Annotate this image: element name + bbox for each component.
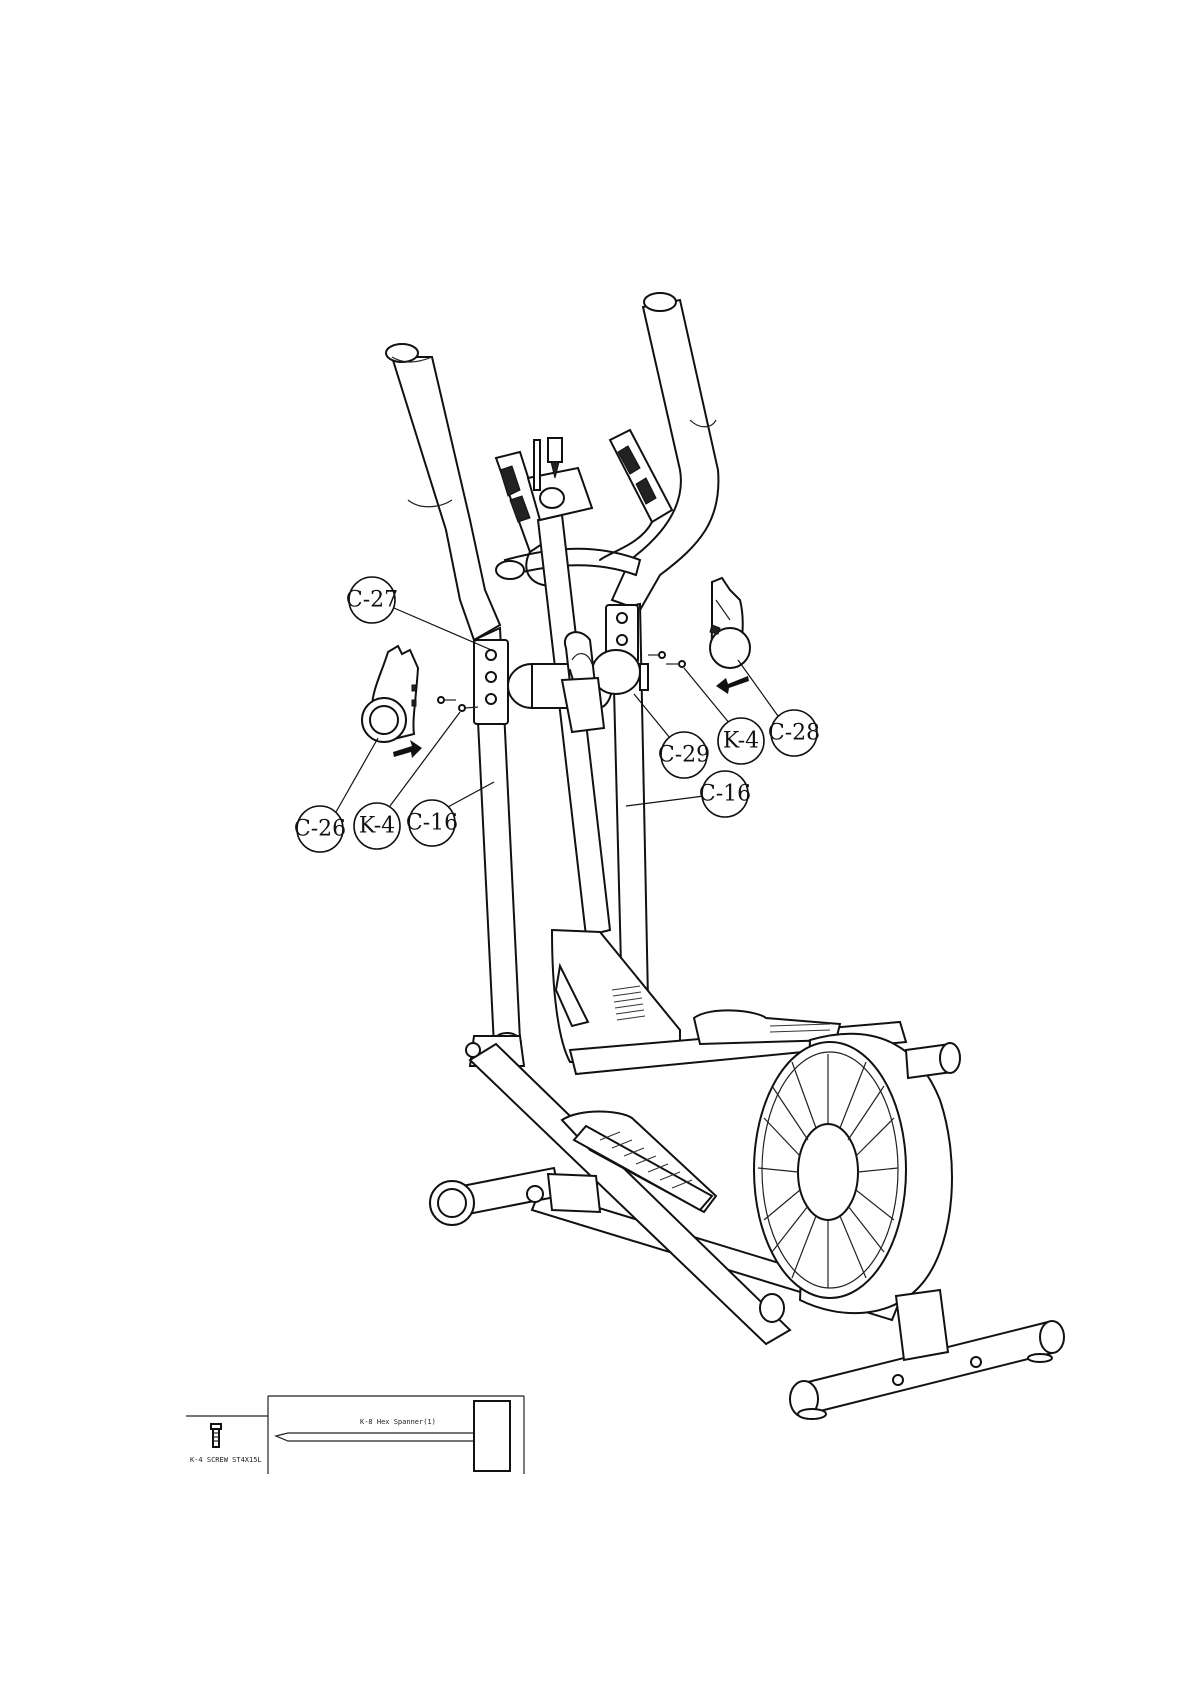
callout-label: C-29: [658, 743, 710, 768]
callout-label: C-16: [699, 782, 751, 807]
screw-icon: [211, 1424, 221, 1447]
callout-label: C-28: [768, 721, 820, 746]
spanner-label: K-8 Hex Spanner(1): [360, 1418, 436, 1426]
pivot-cover-c29: [562, 632, 604, 732]
screw-label: K-4 SCREW ST4X15L: [190, 1456, 262, 1464]
left-cover-c26: [362, 646, 418, 742]
screws-k4-right: [648, 652, 685, 667]
callout-label: C-26: [294, 817, 346, 842]
hardware-legend: K-4 SCREW ST4X15L K-8 Hex Spanner(1): [186, 1396, 524, 1474]
hex-spanner-icon: [276, 1401, 510, 1471]
callout-label: K-4: [359, 814, 395, 839]
screws-k4-left: [438, 697, 478, 711]
callout-label: C-16: [406, 811, 458, 836]
callout-c29: C-29: [634, 694, 710, 778]
callout-label: C-27: [346, 588, 398, 613]
right-cover-arrow: [716, 676, 749, 694]
right-cover-c28: [710, 578, 750, 668]
callout-label: K-4: [723, 729, 759, 754]
left-handlebar: [386, 344, 500, 640]
left-cover-arrow: [393, 740, 422, 758]
